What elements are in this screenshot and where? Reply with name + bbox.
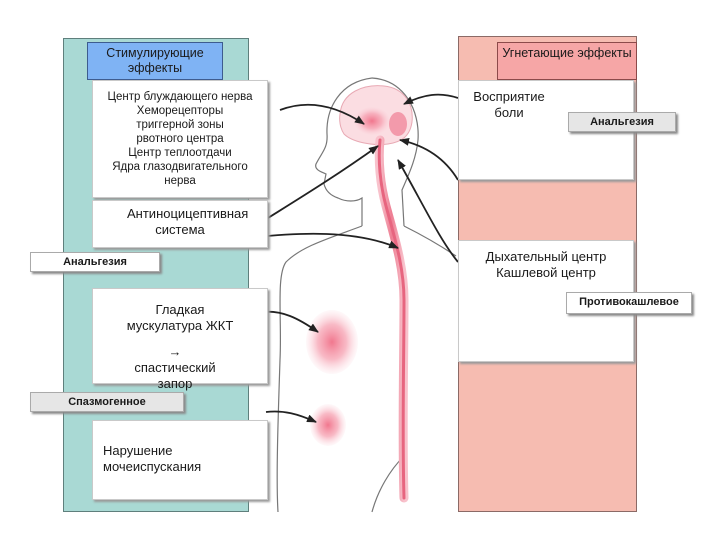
brain-center-line: рвотного центра	[136, 133, 224, 145]
intestine-highlight	[306, 310, 358, 374]
spasmogenic-tag: Спазмогенное	[30, 392, 184, 412]
spastic-constipation-text: → спастический запор	[134, 344, 216, 391]
analgesia-tag-right: Анальгезия	[568, 112, 676, 132]
antinociceptive-system-panel: Антиноцицептивная система	[92, 200, 268, 248]
cough-center-text: Кашлевой центр	[496, 265, 596, 280]
arrow-pain-perception	[403, 93, 459, 105]
antitussive-tag: Противокашлевое	[566, 292, 692, 314]
body-background	[249, 80, 458, 512]
arrow-respiratory-center	[397, 159, 459, 263]
stimulating-effects-header: Стимулирующие эффекты	[87, 42, 223, 80]
brain-highlight	[354, 107, 390, 135]
head-back-outline	[371, 77, 419, 227]
arrow-brain-centers	[279, 103, 365, 125]
arrow-antinociceptive	[267, 145, 379, 219]
respiratory-cough-centers-panel: Дыхательный центр Кашлевой центр	[458, 240, 634, 362]
gi-smooth-muscle-panel: Гладкая мускулатура ЖКТ → спастический з…	[92, 288, 268, 391]
urination-disorder-panel: Нарушение мочеиспускания	[92, 420, 268, 500]
bladder-highlight	[310, 404, 346, 446]
head-outline	[315, 77, 373, 226]
analgesia-tag-left: Анальгезия	[30, 252, 160, 272]
respiratory-center-text: Дыхательный центр	[485, 249, 607, 264]
torso-left-outline	[276, 225, 363, 513]
brain-center-line: нерва	[164, 175, 196, 187]
arrow-bladder	[265, 410, 317, 423]
spinal-cord-core	[377, 138, 406, 500]
brain-centers-panel: Центр блуждающего нерва Хеморецепторы тр…	[92, 80, 268, 198]
cerebellum-highlight	[389, 112, 407, 136]
brain-center-line: Хеморецепторы	[136, 105, 224, 117]
brain-center-line: Центр теплоотдачи	[128, 147, 232, 159]
inhibiting-effects-header: Угнетающие эффекты	[497, 42, 637, 80]
brain-center-line: триггерной зоны	[136, 119, 224, 131]
brain-center-line: Ядра глазодвигательного	[112, 161, 248, 173]
gi-muscle-text: Гладкая мускулатура ЖКТ	[126, 302, 234, 333]
arrow-pain-to-cord	[399, 137, 459, 181]
pain-perception-text: Восприятие боли	[473, 89, 545, 120]
brain-center-line: Центр блуждающего нерва	[107, 91, 253, 103]
